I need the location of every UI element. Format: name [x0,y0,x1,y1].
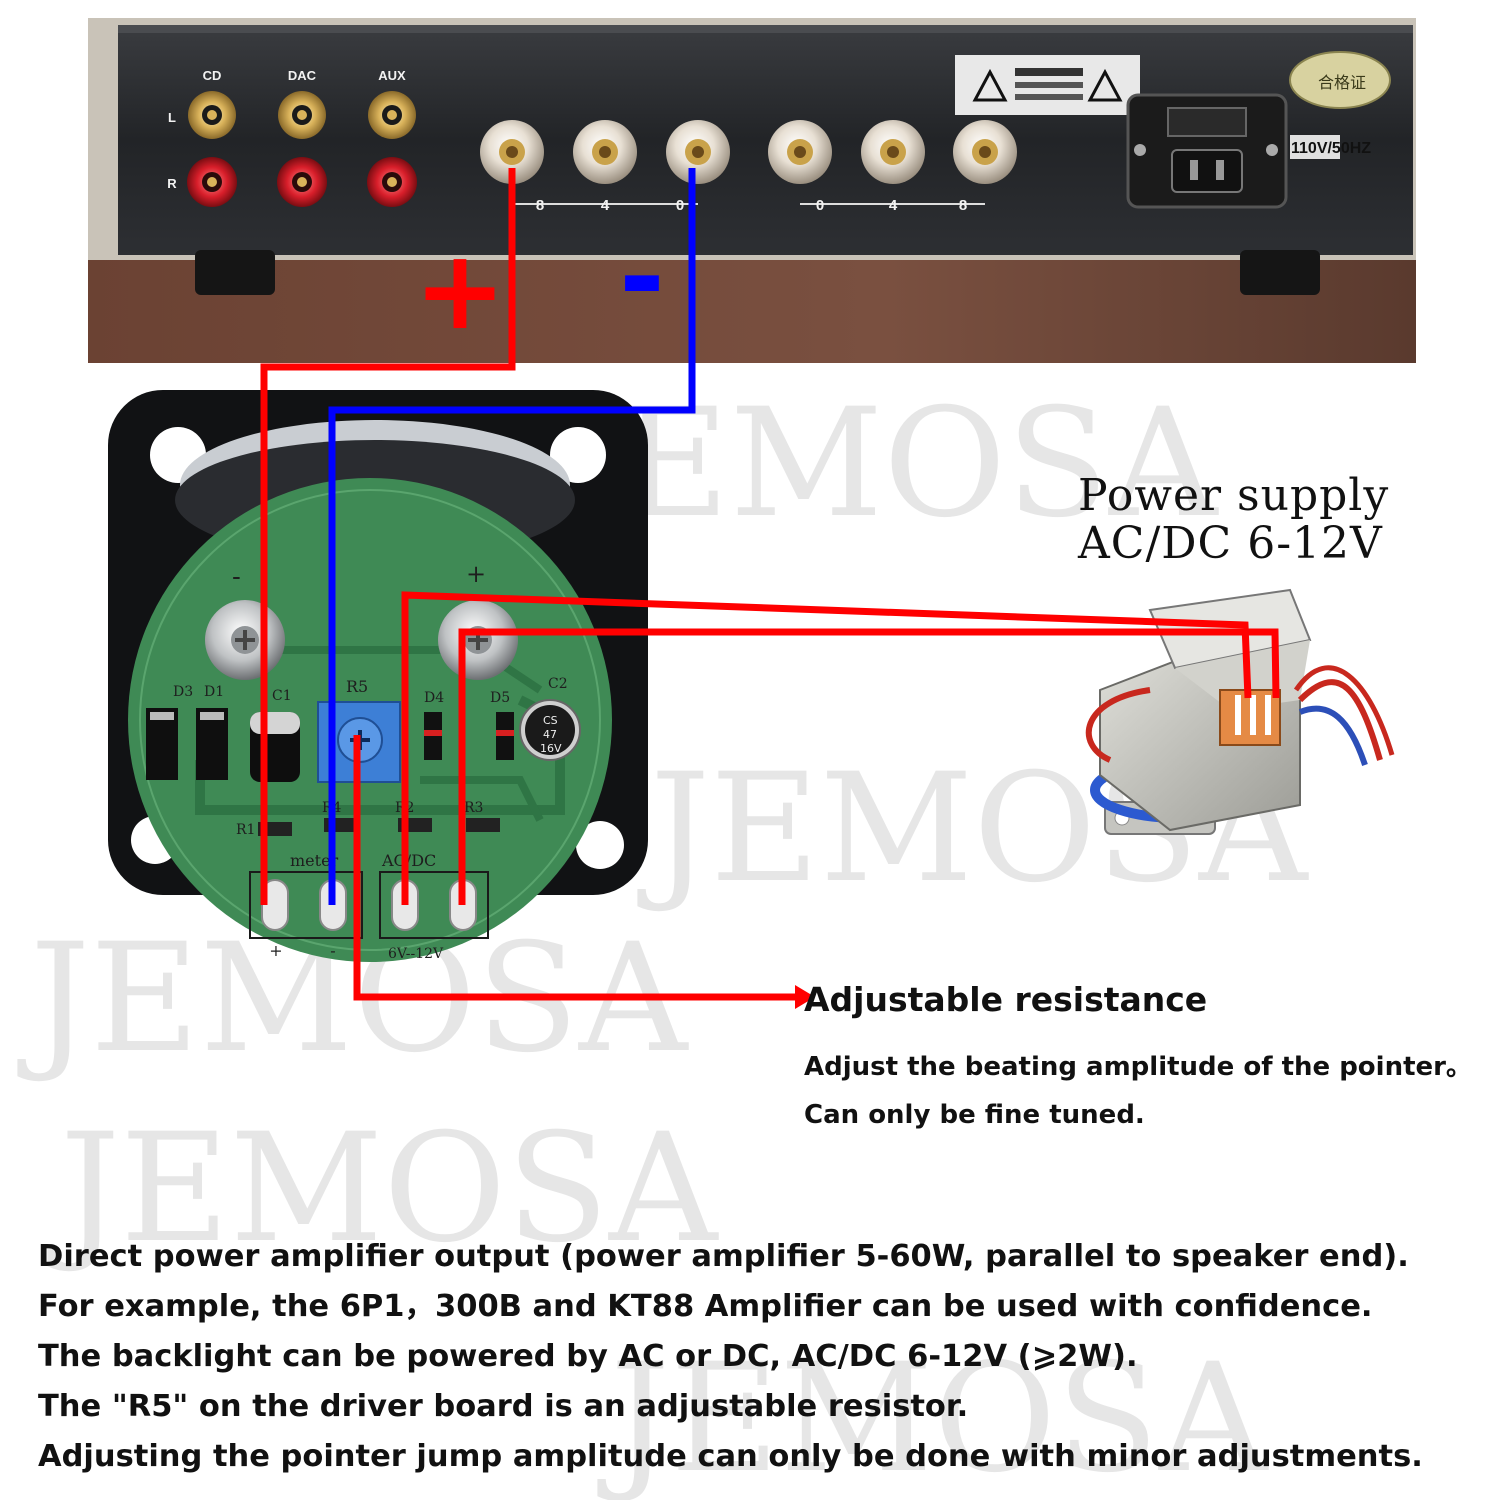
wooden-shelf [88,260,1416,363]
mount-hole [576,821,624,869]
board-label-r1: R1 [236,822,255,838]
board-label-d1: D1 [204,684,224,700]
power-inlet: 110V/50HZ [1126,93,1371,209]
resistor [466,818,500,832]
wire-negative-signal [328,168,696,905]
board-label-d3: D3 [173,684,193,700]
note-line: Adjusting the pointer jump amplitude can… [38,1439,1423,1474]
board-label-plus: + [466,560,486,588]
certificate-text: 合格证 [1318,73,1366,92]
watermark-text: JEMOSA [547,377,1219,551]
power-supply-line2: AC/DC 6-12V [1078,518,1383,569]
power-supply-line1: Power supply [1078,470,1390,521]
adjustable-description-2: Can only be fine tuned. [804,1100,1145,1130]
wire-power-1 [401,591,1252,905]
adjustable-description-1: Adjust the beating amplitude of the poin… [804,1052,1472,1082]
minus-sign: - [619,213,665,341]
board-label-r3: R3 [464,800,483,816]
note-line: The backlight can be powered by AC or DC… [38,1339,1138,1374]
terminal-tick-8: 8 [536,197,544,214]
note-line: For example, the 6P1，300B and KT88 Ampli… [38,1289,1373,1324]
transformer-lead [1293,665,1395,756]
power-supply-label: Power supply AC/DC 6-12V [1078,472,1389,568]
notes-list: Direct power amplifier output (power amp… [38,1232,1488,1482]
terminal-tick-0: 0 [816,197,824,214]
capacitor-text: 16V [540,742,562,755]
warning-label [955,55,1140,115]
adjustable-resistance-title: Adjustable resistance [804,980,1208,1019]
transformer-lead [1085,687,1151,763]
wire-power-2 [458,628,1280,905]
pad-label-minus: - [330,941,335,960]
speaker-terminals: 8 4 0 0 4 8 [480,120,1017,214]
note-line: The "R5" on the driver board is an adjus… [38,1389,969,1424]
pointer-arrowhead [795,985,815,1009]
wires [260,168,1280,1009]
board-label-r5: R5 [346,677,368,696]
input-label-aux: AUX [378,68,406,83]
terminal-tick-0: 0 [676,197,684,214]
board-label-d4: D4 [424,690,444,706]
channel-label-l: L [168,110,176,125]
capacitor-text: CS [543,714,558,727]
amplifier-foot [1240,250,1320,295]
plus-sign: + [414,226,506,354]
board-label-acdc: AC/DC [381,851,436,870]
amplifier-rear-panel: CD DAC AUX L R 8 4 0 0 4 [88,18,1416,363]
polarity-markers: + - [414,213,665,354]
channel-label-r: R [167,176,177,191]
board-label-c2: C2 [548,676,568,692]
wire-positive-signal [260,168,516,905]
input-label-dac: DAC [288,68,317,83]
meter-pad-group [249,871,363,939]
terminal-tick-4: 4 [889,197,898,214]
pad-label-plus: + [269,941,282,960]
transformer-lead [1298,705,1368,766]
watermark-text: JEMOSA [597,1332,1269,1500]
amplifier-foot [195,250,275,295]
power-pad-group [379,871,489,939]
transformer-lead [1297,679,1383,761]
watermark-text: JEMOSA [47,1102,719,1276]
certificate-sticker: 合格证 [1289,51,1391,109]
vu-meter: - + D3 D1 C1 R5 D4 D5 C2 CS 47 16V [108,390,648,962]
terminal-tick-8: 8 [959,197,967,214]
input-label-cd: CD [203,68,222,83]
pointer-r5 [353,735,795,1001]
rca-jacks [187,91,417,207]
capacitor-text: 47 [543,728,557,741]
voltage-label: 110V/50HZ [1291,140,1371,157]
board-label-meter: meter [290,851,339,870]
terminal-tick-4: 4 [601,197,610,214]
board-label-range: 6V--12V [388,946,444,962]
board-label-d5: D5 [490,690,510,706]
board-label-minus: - [232,562,241,592]
board-label-c1: C1 [272,688,292,704]
note-line: Direct power amplifier output (power amp… [38,1239,1409,1274]
